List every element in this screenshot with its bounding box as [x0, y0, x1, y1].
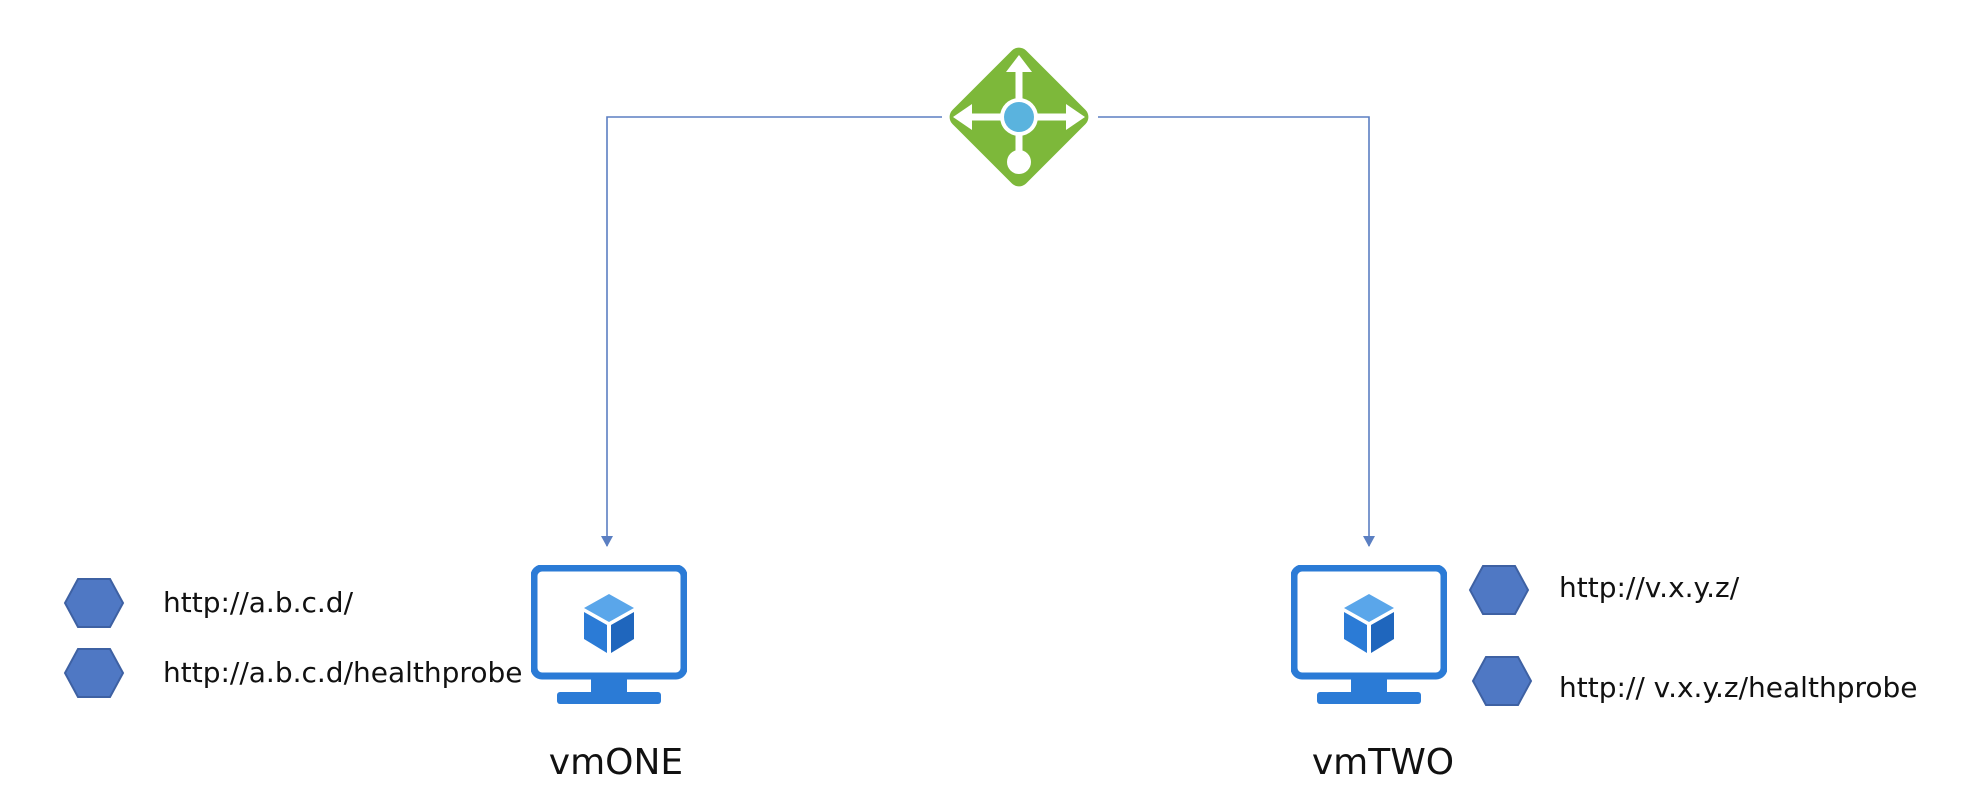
- connectors: [601, 116, 1375, 547]
- endpoint-list-vmtwo: http://v.x.y.z/ http:// v.x.y.z/healthpr…: [1469, 565, 1918, 706]
- endpoint-list-vmone: http://a.b.c.d/ http://a.b.c.d/healthpro…: [64, 578, 522, 698]
- hexagon-icon: [1472, 656, 1532, 706]
- endpoint-item: http://v.x.y.z/: [1469, 565, 1740, 615]
- endpoint-item: http:// v.x.y.z/healthprobe: [1472, 656, 1918, 706]
- endpoint-url: http://a.b.c.d/healthprobe: [163, 656, 522, 689]
- vm-node-vmtwo[interactable]: vmTWO: [1294, 568, 1454, 783]
- virtual-machine-icon: [1294, 568, 1444, 704]
- load-balancer-icon[interactable]: [945, 43, 1092, 190]
- connector-to-vmtwo: [1098, 116, 1375, 547]
- endpoint-url: http://a.b.c.d/: [163, 586, 354, 619]
- connector-to-vmone: [601, 116, 942, 547]
- hexagon-icon: [64, 648, 124, 698]
- hexagon-icon: [64, 578, 124, 628]
- endpoint-url: http://v.x.y.z/: [1559, 571, 1740, 604]
- endpoint-item: http://a.b.c.d/healthprobe: [64, 648, 522, 698]
- vm-label-vmone: vmONE: [549, 742, 683, 783]
- vm-label-vmtwo: vmTWO: [1312, 742, 1454, 783]
- vm-node-vmone[interactable]: vmONE: [534, 568, 684, 783]
- virtual-machine-icon: [534, 568, 684, 704]
- endpoint-url: http:// v.x.y.z/healthprobe: [1559, 671, 1918, 704]
- hexagon-icon: [1469, 565, 1529, 615]
- endpoint-item: http://a.b.c.d/: [64, 578, 354, 628]
